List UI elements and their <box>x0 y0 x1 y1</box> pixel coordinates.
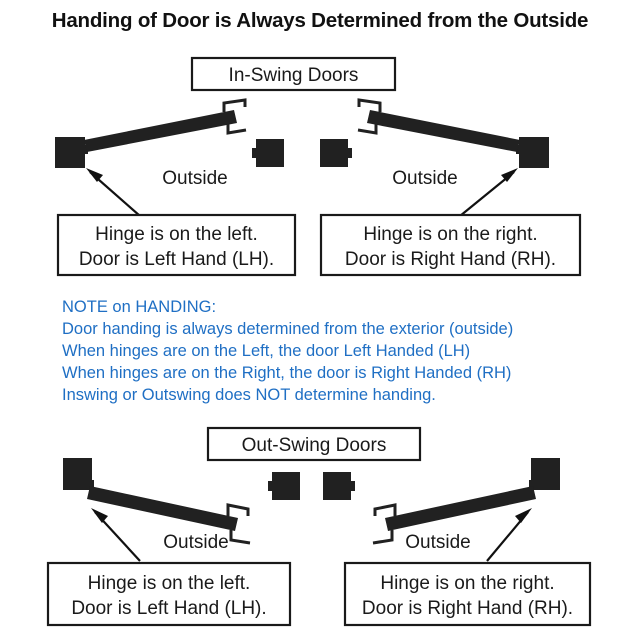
in-swing-right-door-graphic <box>320 98 549 168</box>
callout-box-left-outswing <box>46 561 292 627</box>
arrow-head-right-outswing <box>515 508 532 523</box>
hinge-pin-right-inswing <box>516 145 521 154</box>
in-swing-left-callout-box: Hinge is on the left. Door is Left Hand … <box>56 213 297 277</box>
callout-right-outswing-line2: Door is Right Hand (RH). <box>362 598 573 619</box>
arrow-head-left-outswing <box>91 508 108 523</box>
strike-notch-left-inswing <box>252 148 257 158</box>
callout-left-outswing-line1: Hinge is on the left. <box>88 573 251 594</box>
door-latch-hardware-left-outswing <box>226 503 250 516</box>
hinge-block-left-inswing <box>55 137 85 168</box>
note-line-3: When hinges are on the Right, the door i… <box>62 364 511 382</box>
door-handle-hardware-right-outswing <box>372 530 394 545</box>
door-handle-hardware-right-inswing <box>357 124 378 135</box>
in-swing-left-callout-leader <box>86 168 141 217</box>
strike-notch-right-outswing <box>350 481 355 491</box>
outside-label-left-inswing: Outside <box>162 168 227 189</box>
out-swing-right-callout-leader <box>486 508 532 562</box>
note-heading: NOTE on HANDING: <box>62 298 216 316</box>
outside-label-right-inswing: Outside <box>392 168 457 189</box>
door-latch-hardware-right-inswing <box>357 98 382 112</box>
out-swing-heading-box <box>206 426 422 462</box>
door-panel-left-outswing <box>87 486 238 531</box>
page-title: Handing of Door is Always Determined fro… <box>52 9 589 32</box>
door-panel-right-inswing <box>367 110 520 152</box>
outside-label-right-outswing: Outside <box>405 532 470 553</box>
door-handle-hardware-left-outswing <box>229 530 251 545</box>
callout-left-outswing-line2: Door is Left Hand (LH). <box>71 598 266 619</box>
note-line-1: Door handing is always determined from t… <box>62 320 513 338</box>
strike-block-left-outswing <box>272 472 300 500</box>
outside-label-left-outswing: Outside <box>163 532 228 553</box>
callout-right-outswing-line1: Hinge is on the right. <box>380 573 554 594</box>
callout-left-inswing-line1: Hinge is on the left. <box>95 224 258 245</box>
in-swing-right-callout-box: Hinge is on the right. Door is Right Han… <box>319 213 582 277</box>
note-line-2: When hinges are on the Left, the door Le… <box>62 342 470 360</box>
note-line-4: Inswing or Outswing does NOT determine h… <box>62 386 436 404</box>
hinge-block-left-outswing <box>63 458 92 490</box>
arrow-head-left-inswing <box>86 168 103 182</box>
door-panel-right-outswing <box>385 486 536 531</box>
handing-note-block: NOTE on HANDING: Door handing is always … <box>62 298 513 404</box>
in-swing-heading-box <box>190 56 397 92</box>
hinge-pin-left-outswing <box>88 480 94 489</box>
in-swing-left-door-graphic <box>55 98 284 168</box>
door-latch-hardware-left-inswing <box>222 98 247 112</box>
callout-box-right-outswing <box>343 561 592 627</box>
door-panel-left-inswing <box>84 110 237 152</box>
arrow-head-right-inswing <box>501 168 518 182</box>
in-swing-heading-label: In-Swing Doors <box>229 65 359 86</box>
strike-block-right-inswing <box>320 139 348 167</box>
in-swing-right-callout-leader <box>459 168 518 217</box>
hinge-pin-left-inswing <box>83 145 88 154</box>
out-swing-left-door-graphic <box>63 458 300 545</box>
hinge-pin-right-outswing <box>529 480 535 489</box>
out-swing-heading: Out-Swing Doors <box>206 426 422 462</box>
hinge-block-right-inswing <box>519 137 549 168</box>
out-swing-right-door-graphic <box>323 458 560 545</box>
strike-block-left-inswing <box>256 139 284 167</box>
callout-right-inswing-line1: Hinge is on the right. <box>363 224 537 245</box>
callout-right-inswing-line2: Door is Right Hand (RH). <box>345 249 556 270</box>
out-swing-left-callout-leader <box>91 508 141 562</box>
out-swing-right-callout-box: Hinge is on the right. Door is Right Han… <box>343 561 592 627</box>
strike-notch-left-outswing <box>268 481 273 491</box>
callout-box-right-inswing <box>319 213 582 277</box>
out-swing-left-callout-box: Hinge is on the left. Door is Left Hand … <box>46 561 292 627</box>
strike-notch-right-inswing <box>347 148 352 158</box>
callout-box-left-inswing <box>56 213 297 277</box>
strike-block-right-outswing <box>323 472 351 500</box>
door-latch-hardware-right-outswing <box>373 503 397 516</box>
hinge-block-right-outswing <box>531 458 560 490</box>
out-swing-heading-label: Out-Swing Doors <box>242 435 387 456</box>
callout-left-inswing-line2: Door is Left Hand (LH). <box>79 249 274 270</box>
in-swing-heading: In-Swing Doors <box>190 56 397 92</box>
door-handle-hardware-left-inswing <box>226 124 247 135</box>
